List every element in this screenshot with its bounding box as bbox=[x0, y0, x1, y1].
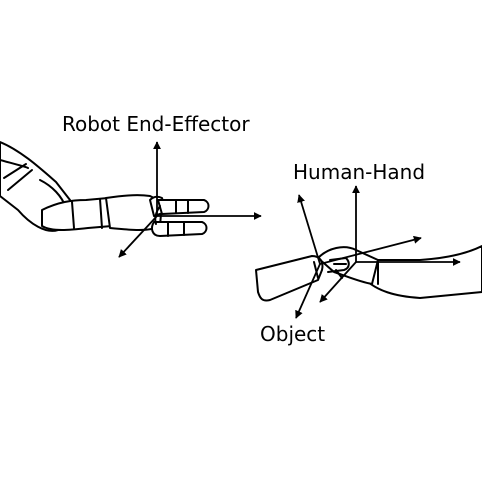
robot-hand bbox=[105, 194, 210, 237]
human-hand-frame-axes bbox=[319, 185, 461, 303]
human-hand bbox=[317, 246, 379, 285]
robot-end-effector-label: Robot End-Effector bbox=[62, 112, 250, 136]
object-shape bbox=[255, 255, 324, 302]
robot-frame-axes bbox=[118, 141, 262, 258]
human-arm bbox=[367, 245, 482, 299]
object-frame-axes bbox=[295, 194, 422, 319]
object-label: Object bbox=[260, 322, 326, 346]
human-hand-label: Human-Hand bbox=[293, 160, 426, 184]
